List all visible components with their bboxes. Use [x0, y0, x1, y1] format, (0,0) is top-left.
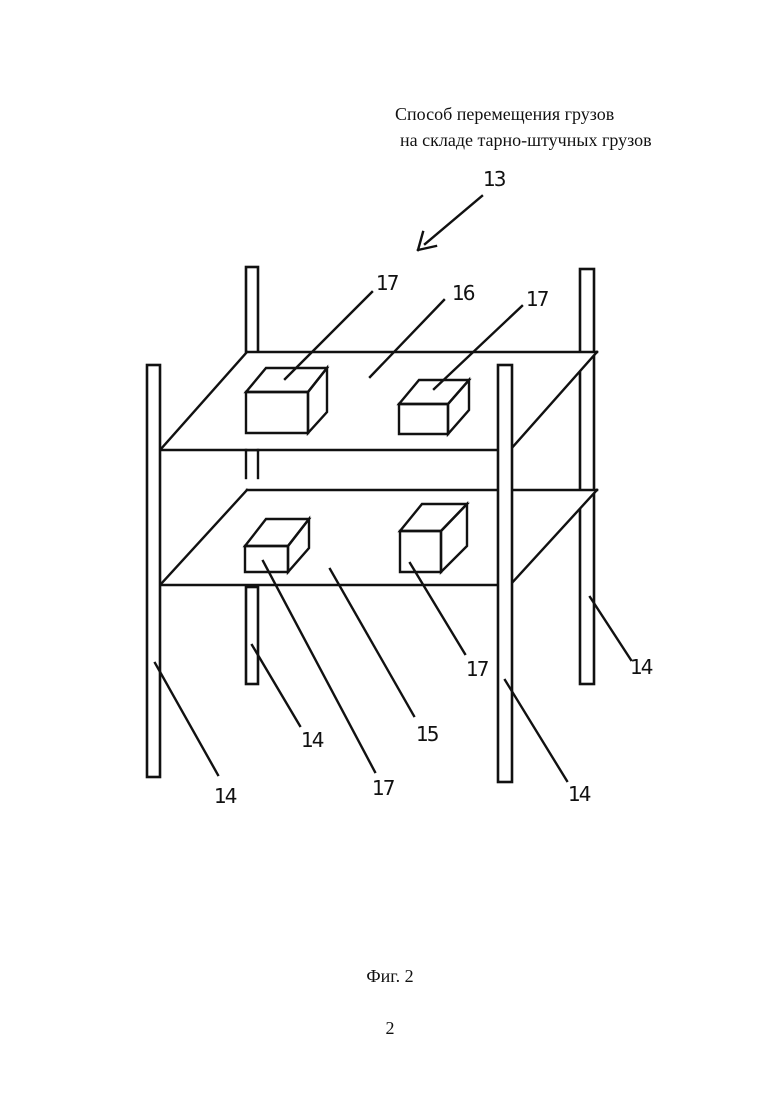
cargo-box-upper-right — [396, 376, 472, 438]
title-line-1: Способ перемещения грузов — [395, 104, 615, 124]
back-right-post — [578, 267, 596, 686]
label-post-back-right: 14 — [630, 655, 653, 679]
leader-lines — [153, 290, 633, 783]
label-lower-shelf: 15 — [416, 722, 438, 746]
label-post-back-left: 14 — [301, 728, 324, 752]
cargo-box-upper-left — [243, 364, 330, 437]
label-post-front-left: 14 — [214, 784, 237, 808]
front-right-post — [496, 363, 514, 784]
label-cargo-upper-left: 17 — [376, 271, 399, 295]
lower-shelf — [158, 488, 599, 587]
rack-pointer-arrow — [416, 194, 484, 252]
front-left-post — [145, 363, 162, 779]
label-cargo-upper-right: 17 — [526, 287, 549, 311]
label-post-front-right: 14 — [568, 782, 591, 806]
label-rack: 13 — [483, 167, 506, 191]
page-number: 2 — [385, 1018, 395, 1038]
label-upper-shelf: 16 — [452, 281, 475, 305]
upper-shelf — [158, 350, 599, 480]
title-line-2: на складе тарно-штучных грузов — [400, 130, 652, 150]
label-cargo-lower-right: 17 — [466, 657, 489, 681]
cargo-box-lower-right — [397, 501, 470, 575]
figure-caption: Фиг. 2 — [366, 966, 414, 986]
back-left-post-bottom — [244, 585, 260, 686]
cargo-box-lower-left — [242, 515, 312, 576]
label-cargo-lower-left: 17 — [372, 776, 395, 800]
